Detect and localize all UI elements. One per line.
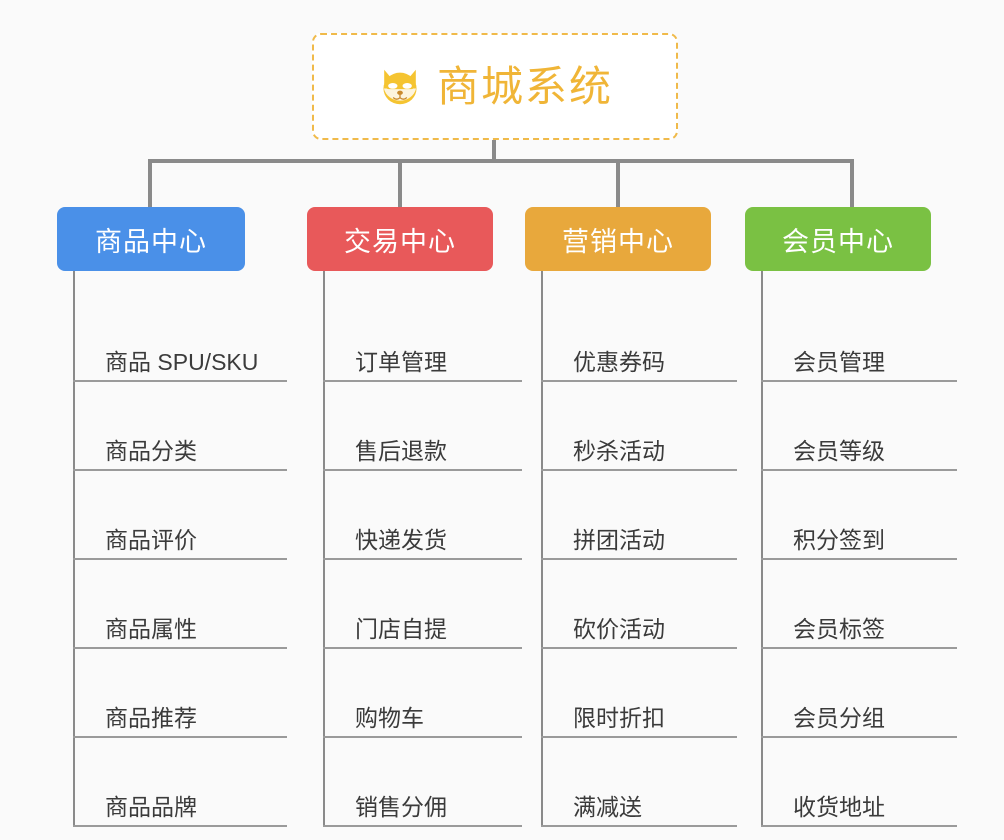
list-item[interactable]: 限时折扣 [541,649,737,738]
leaf-label: 会员分组 [761,707,957,738]
list-item[interactable]: 销售分佣 [323,738,522,827]
list-item[interactable]: 秒杀活动 [541,382,737,471]
leaf-label: 限时折扣 [541,707,737,738]
list-item[interactable]: 购物车 [323,649,522,738]
list-item[interactable]: 售后退款 [323,382,522,471]
branch-header-label: 商品中心 [95,226,207,257]
connector-drop-4 [850,159,854,207]
leaf-list-member: 会员管理 会员等级 积分签到 会员标签 会员分组 收货地址 [761,271,957,827]
branch-header-label: 交易中心 [344,226,456,257]
root-node[interactable]: 商城系统 [312,33,678,140]
connector-drop-2 [398,159,402,207]
leaf-label: 商品 SPU/SKU [73,351,287,382]
branch-header-label: 营销中心 [562,226,674,257]
branch-column-trade: 交易中心 订单管理 售后退款 快递发货 门店自提 购物车 销售分佣 [307,207,522,827]
branch-column-marketing: 营销中心 优惠券码 秒杀活动 拼团活动 砍价活动 限时折扣 满减送 [525,207,737,827]
leaf-label: 售后退款 [323,440,522,471]
list-item[interactable]: 商品评价 [73,471,287,560]
leaf-label: 会员管理 [761,351,957,382]
list-item[interactable]: 优惠券码 [541,293,737,382]
list-item[interactable]: 会员等级 [761,382,957,471]
list-item[interactable]: 会员管理 [761,293,957,382]
branch-column-member: 会员中心 会员管理 会员等级 积分签到 会员标签 会员分组 收货地址 [745,207,957,827]
root-label: 商城系统 [436,62,613,110]
list-item[interactable]: 商品分类 [73,382,287,471]
leaf-label: 商品评价 [73,529,287,560]
list-item[interactable]: 满减送 [541,738,737,827]
leaf-label: 满减送 [541,796,737,827]
leaf-label: 销售分佣 [323,796,522,827]
leaf-label: 门店自提 [323,618,522,649]
leaf-label: 商品推荐 [73,707,287,738]
list-item[interactable]: 会员分组 [761,649,957,738]
leaf-list-trade: 订单管理 售后退款 快递发货 门店自提 购物车 销售分佣 [323,271,522,827]
leaf-label: 拼团活动 [541,529,737,560]
connector-drop-1 [148,159,152,207]
leaf-label: 收货地址 [761,796,957,827]
leaf-label: 商品分类 [73,440,287,471]
leaf-label: 快递发货 [323,529,522,560]
branch-header-trade[interactable]: 交易中心 [307,207,493,271]
list-item[interactable]: 商品推荐 [73,649,287,738]
leaf-list-marketing: 优惠券码 秒杀活动 拼团活动 砍价活动 限时折扣 满减送 [541,271,737,827]
branch-header-product[interactable]: 商品中心 [57,207,245,271]
connector-horizontal-bus [148,159,854,163]
list-item[interactable]: 快递发货 [323,471,522,560]
list-item[interactable]: 商品属性 [73,560,287,649]
branch-header-marketing[interactable]: 营销中心 [525,207,711,271]
list-item[interactable]: 会员标签 [761,560,957,649]
list-item[interactable]: 拼团活动 [541,471,737,560]
connector-root-stem [492,140,496,163]
leaf-spine [541,271,543,827]
list-item[interactable]: 积分签到 [761,471,957,560]
leaf-label: 秒杀活动 [541,440,737,471]
leaf-list-product: 商品 SPU/SKU 商品分类 商品评价 商品属性 商品推荐 商品品牌 [73,271,287,827]
branch-header-label: 会员中心 [782,226,894,257]
leaf-label: 优惠券码 [541,351,737,382]
list-item[interactable]: 门店自提 [323,560,522,649]
leaf-spine [73,271,75,827]
list-item[interactable]: 砍价活动 [541,560,737,649]
list-item[interactable]: 商品 SPU/SKU [73,293,287,382]
leaf-label: 订单管理 [323,351,522,382]
branch-column-product: 商品中心 商品 SPU/SKU 商品分类 商品评价 商品属性 商品推荐 商品品牌 [57,207,287,827]
leaf-label: 购物车 [323,707,522,738]
branch-header-member[interactable]: 会员中心 [745,207,931,271]
dog-face-icon [377,64,423,110]
list-item[interactable]: 订单管理 [323,293,522,382]
leaf-label: 会员标签 [761,618,957,649]
leaf-label: 砍价活动 [541,618,737,649]
leaf-label: 积分签到 [761,529,957,560]
leaf-label: 商品品牌 [73,796,287,827]
leaf-spine [761,271,763,827]
leaf-label: 会员等级 [761,440,957,471]
list-item[interactable]: 商品品牌 [73,738,287,827]
leaf-label: 商品属性 [73,618,287,649]
list-item[interactable]: 收货地址 [761,738,957,827]
leaf-spine [323,271,325,827]
connector-drop-3 [616,159,620,207]
